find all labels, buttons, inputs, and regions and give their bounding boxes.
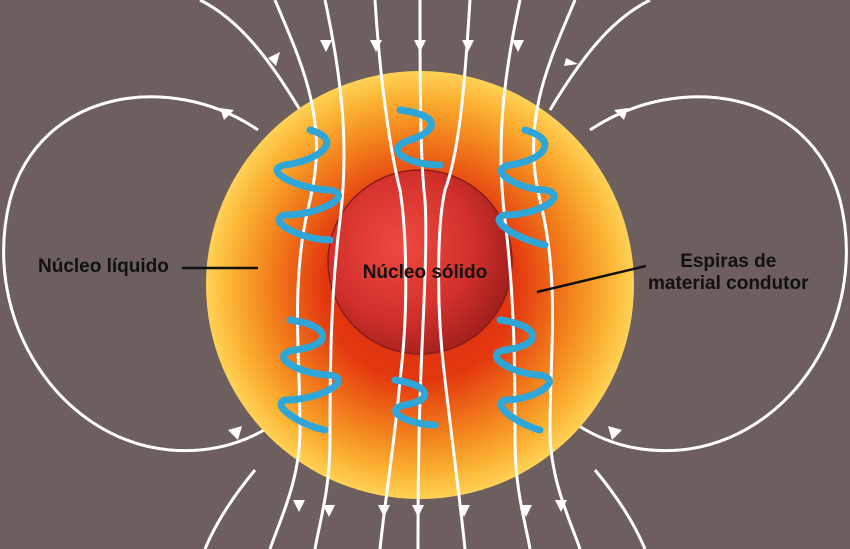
field-arrow-icon — [608, 426, 622, 440]
field-line-2 — [313, 0, 346, 549]
label-coils: Espiras de material condutor — [648, 251, 808, 295]
left-outer-loop — [199, 0, 302, 111]
field-arrow-icon — [268, 52, 280, 66]
coil-left-top — [273, 126, 342, 244]
right-bottom-loop — [593, 469, 647, 549]
field-arrow-icon — [370, 40, 382, 52]
field-arrows — [220, 40, 628, 517]
field-arrow-icon — [320, 40, 332, 52]
coil-right-bottom — [493, 316, 553, 434]
right-outer-loop — [548, 0, 651, 111]
field-line-5 — [437, 0, 472, 549]
field-line-4 — [416, 0, 428, 549]
leader-coils — [536, 264, 647, 294]
field-line-1 — [268, 0, 318, 549]
field-arrow-icon — [564, 58, 578, 66]
conducting-coils — [273, 106, 558, 434]
leader-lines — [182, 264, 647, 294]
label-liquid-core: Núcleo líquido — [38, 256, 169, 277]
field-line-6 — [499, 0, 532, 549]
field-arrow-icon — [414, 40, 426, 52]
coil-left-bottom — [277, 316, 342, 434]
field-arrow-icon — [323, 505, 335, 517]
field-line-7 — [532, 0, 582, 549]
field-arrow-icon — [520, 505, 532, 517]
field-arrow-icon — [458, 505, 470, 517]
field-arrow-icon — [293, 500, 305, 512]
left-field-loop — [2, 95, 301, 453]
coil-right-top — [495, 126, 558, 249]
field-arrow-icon — [220, 108, 234, 120]
field-arrow-icon — [378, 505, 390, 517]
coil-center-bottom — [391, 376, 439, 429]
field-arrow-icon — [555, 500, 567, 512]
label-coils-line2: material condutor — [648, 273, 809, 294]
field-line-3 — [373, 0, 408, 549]
right-field-loop — [549, 95, 848, 453]
field-arrow-icon — [412, 505, 424, 517]
label-coils-line1: Espiras de — [680, 251, 777, 272]
field-arrow-icon — [228, 426, 242, 440]
solid-core — [327, 169, 513, 355]
field-arrow-icon — [614, 108, 628, 120]
field-arrow-icon — [462, 40, 474, 52]
field-arrow-icon — [512, 40, 524, 52]
core-field-lines — [268, 0, 582, 549]
coil-center-top — [394, 106, 444, 169]
label-solid-core: Núcleo sólido — [362, 262, 488, 283]
left-bottom-loop — [203, 469, 257, 549]
